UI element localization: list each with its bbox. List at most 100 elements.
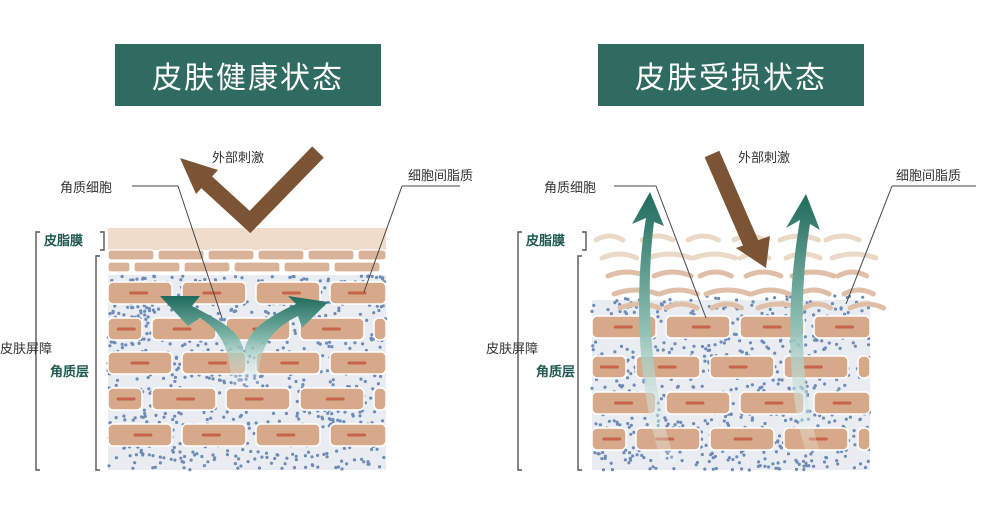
lipid-dot [624,448,628,452]
left-sebum-bracket [100,231,105,251]
lipid-dot [374,275,379,280]
lipid-dot [361,342,365,346]
lipid-dot [250,310,254,314]
lipid-dot [779,360,783,364]
lipid-dot [789,417,793,421]
lipid-dot [338,419,342,423]
lipid-dot [216,311,220,316]
lipid-dot [183,454,187,459]
lipid-dot [731,457,735,462]
lipid-dot [631,355,635,359]
lipid-dot [320,415,324,419]
lipid-dot [173,458,177,462]
lipid-dot [265,384,269,388]
lipid-dot [781,344,785,348]
lipid-dot [370,274,374,278]
lipid-dot [213,278,217,282]
lipid-dot [328,380,332,384]
lipid-dot [667,350,672,355]
lipid-dot [170,373,174,377]
lipid-dot [310,463,314,467]
lipid-dot [668,298,672,302]
lipid-dot [603,385,607,389]
sebum-flake [663,301,700,311]
lipid-dot [325,455,329,459]
sebum-flake [823,233,862,243]
lipid-dot [803,335,808,339]
lipid-dot [631,446,636,450]
lipid-dot [239,413,243,417]
lipid-dot [124,343,128,347]
lipid-dot [277,419,281,423]
lipid-dot [844,417,848,421]
lipid-dot [700,452,704,457]
right-label-keratinocyte: 角质细胞 [544,181,596,196]
lipid-dot [158,461,162,465]
right-label-sebum-film: 皮脂膜 [525,233,565,249]
lipid-dot [329,417,333,422]
lipid-dot [241,448,245,452]
sebum-flake [743,269,784,279]
lipid-dot [801,459,806,463]
lipid-dot [609,461,613,465]
lipid-dot [301,383,305,387]
left-top-brick-layer [107,249,387,273]
lipid-dot [853,443,857,447]
lipid-dot [269,461,274,465]
lipid-dot [205,375,209,379]
lipid-dot [151,466,155,470]
lipid-dot [295,414,299,418]
lipid-dot [147,387,151,391]
lipid-dot [640,453,644,457]
sebum-flake [703,287,752,297]
lipid-dot [177,411,181,415]
right-skin-barrier-bracket [517,231,522,471]
lipid-dot [736,317,740,321]
lipid-dot [154,413,158,417]
lipid-dot [835,342,839,346]
lipid-dot [713,454,718,459]
lipid-dot [316,414,320,419]
lipid-dot [139,450,143,454]
lipid-dot [704,443,708,447]
lipid-dot [381,276,385,280]
sebum-flake [841,287,876,297]
lipid-dot [811,313,816,317]
lipid-dot [267,340,271,344]
lipid-dot [225,453,229,457]
sebum-flake [593,233,626,243]
lipid-dot [330,412,334,416]
left-stimulus-arrowhead [180,158,218,194]
lipid-dot [822,460,827,464]
lipid-dot [273,456,277,461]
top-brick [183,261,231,273]
lipid-dot [703,419,707,423]
lipid-dot [843,383,847,387]
lipid-dot [136,314,140,318]
lipid-dot [680,459,684,463]
lipid-dot [321,425,325,429]
left-sebum-film [108,228,386,250]
lipid-dot [182,460,186,464]
lipid-dot [325,369,330,373]
lipid-dot [114,416,118,420]
lipid-dot [220,318,224,322]
lipid-dot [839,307,843,311]
lipid-dot [867,343,871,347]
lipid-dot [170,275,174,279]
lipid-dot [337,306,341,310]
lipid-dot [342,446,346,450]
lipid-dot [724,338,728,342]
lipid-dot [287,376,291,380]
lipid-dot [126,305,130,309]
lipid-dot [302,378,306,382]
lipid-dot [305,277,309,281]
lipid-dot [600,457,604,461]
lipid-dot [173,362,177,366]
right-lipid-pointer [845,185,893,305]
lipid-dot [701,369,706,373]
lipid-dot [318,279,322,283]
lipid-dot [137,341,141,345]
lipid-dot [340,459,344,463]
lipid-dot [270,275,274,279]
